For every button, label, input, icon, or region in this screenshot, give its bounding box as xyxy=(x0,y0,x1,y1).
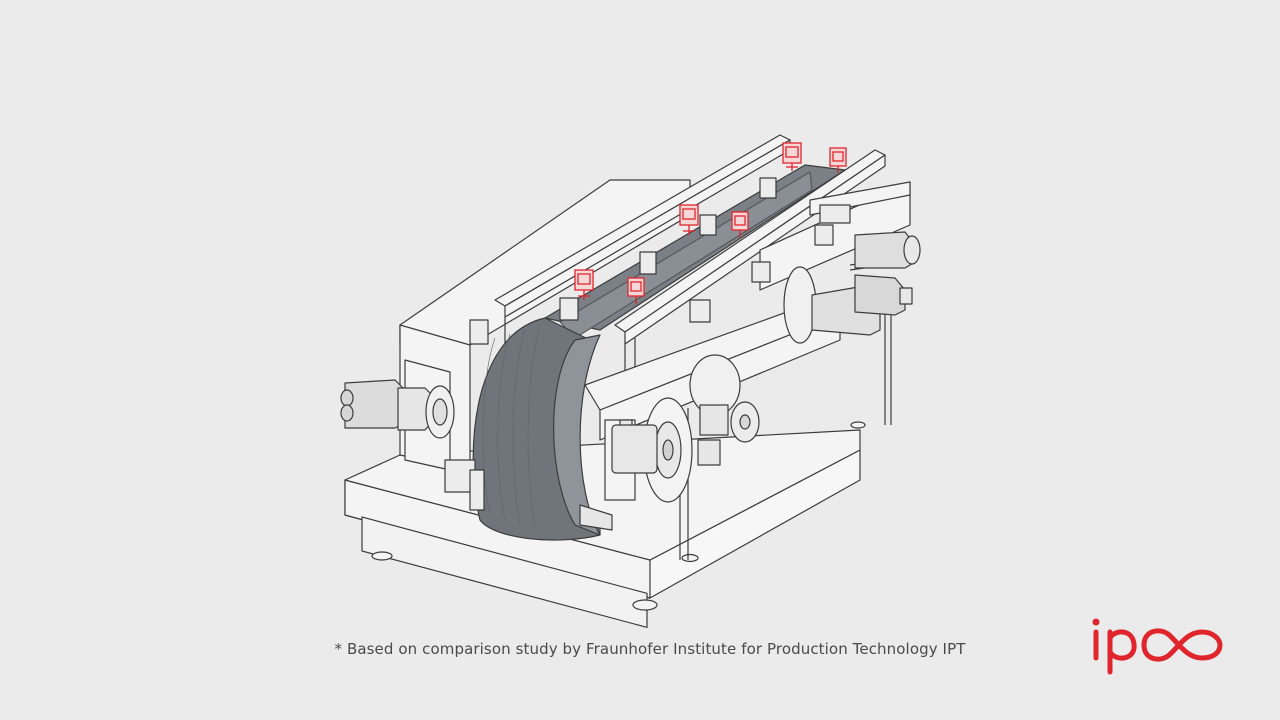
rail-clamps xyxy=(444,177,851,511)
left-drive-motor xyxy=(340,379,455,439)
right-actuator xyxy=(811,231,921,336)
guide-wheels xyxy=(611,266,817,503)
red-sensor-bracket-icon xyxy=(574,142,847,304)
steel-belt xyxy=(472,164,846,541)
ipco-logo xyxy=(1092,618,1223,675)
footnote-text: * Based on comparison study by Fraunhofe… xyxy=(334,640,966,658)
